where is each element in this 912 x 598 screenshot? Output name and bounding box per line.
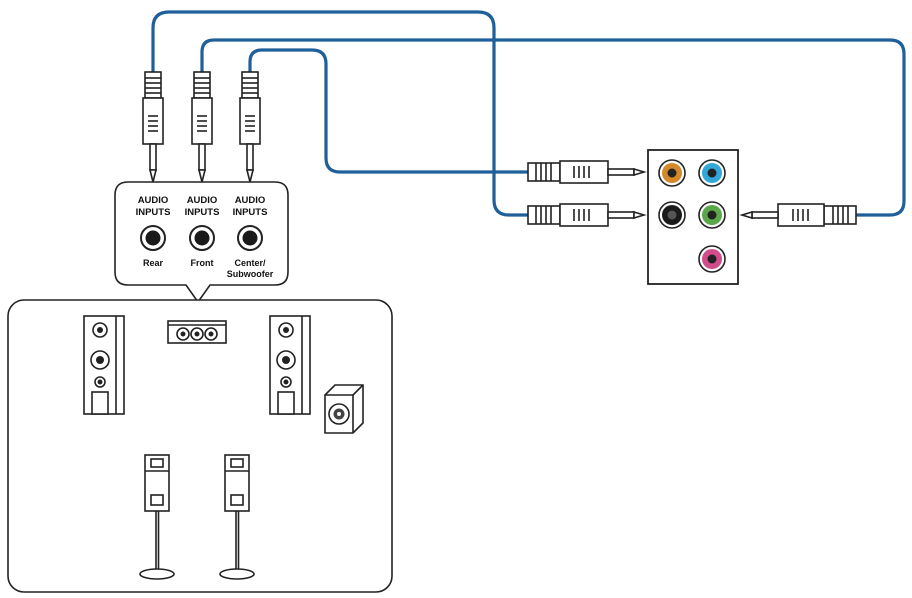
- tower-speaker-icon: [83, 315, 125, 415]
- subwoofer-icon: [324, 384, 364, 434]
- audio-jack-icon: [237, 225, 263, 251]
- rca-plug-icon: [142, 71, 164, 183]
- cable-front: [200, 38, 906, 217]
- tower-speaker-icon: [269, 315, 311, 415]
- port-lime: [698, 201, 726, 229]
- input-center: AUDIO INPUTS Center/ Subwoofer: [227, 195, 274, 279]
- audio-jack-icon: [140, 225, 166, 251]
- port-orange: [658, 159, 686, 187]
- satellite-speaker-icon: [219, 454, 255, 580]
- input-rear-line1: AUDIO: [138, 195, 169, 206]
- cable-center: [248, 48, 530, 174]
- rca-plug-icon: [527, 203, 647, 227]
- rca-plug-icon: [239, 71, 261, 183]
- input-front-line2: INPUTS: [185, 207, 220, 218]
- input-center-label2: Subwoofer: [227, 269, 274, 279]
- audio-port-panel-icon: [647, 149, 739, 285]
- rca-plug-icon: [527, 160, 647, 184]
- input-rear-label: Rear: [143, 258, 164, 268]
- input-front-line1: AUDIO: [187, 195, 218, 206]
- input-rear: AUDIO INPUTS Rear: [136, 195, 171, 268]
- port-pink: [698, 245, 726, 273]
- input-front-label: Front: [191, 258, 214, 268]
- port-black: [658, 201, 686, 229]
- cable-rear: [151, 10, 530, 217]
- input-center-label: Center/: [234, 258, 266, 268]
- input-center-line2: INPUTS: [233, 207, 268, 218]
- satellite-speaker-icon: [139, 454, 175, 580]
- center-speaker-icon: [167, 320, 227, 344]
- rca-plug-icon: [739, 203, 857, 227]
- input-front: AUDIO INPUTS Front: [185, 195, 220, 268]
- rca-plugs-vertical: [142, 71, 261, 183]
- rca-plug-icon: [191, 71, 213, 183]
- input-center-line1: AUDIO: [235, 195, 266, 206]
- cables: [151, 10, 906, 217]
- port-light-blue: [698, 159, 726, 187]
- audio-jack-icon: [189, 225, 215, 251]
- input-rear-line2: INPUTS: [136, 207, 171, 218]
